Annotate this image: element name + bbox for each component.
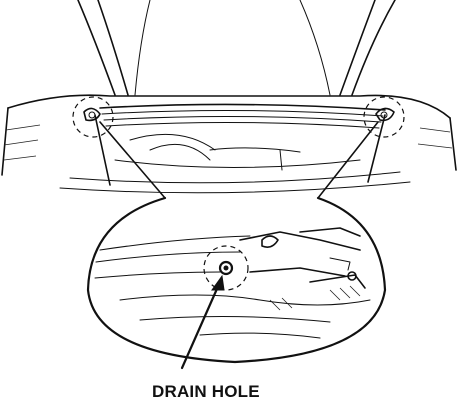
magnified-view xyxy=(86,196,387,364)
window-molding xyxy=(99,103,386,171)
roof-outline xyxy=(77,0,396,96)
rear-deck xyxy=(1,94,457,194)
drain-hole-marker xyxy=(203,245,249,291)
drain-hole-label: DRAIN HOLE xyxy=(152,382,260,401)
right-corner-detail xyxy=(363,96,405,138)
left-corner-detail xyxy=(72,96,114,138)
magnify-leader-lines xyxy=(99,121,379,199)
drain-hole-arrow xyxy=(180,274,225,370)
